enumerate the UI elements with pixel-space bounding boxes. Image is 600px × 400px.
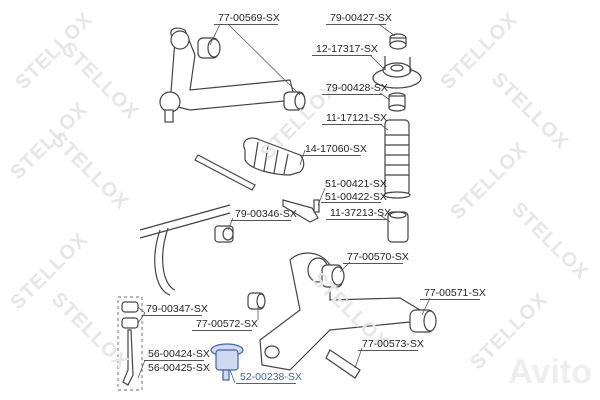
label-underline	[420, 299, 480, 300]
label-underline	[326, 24, 386, 25]
part-label[interactable]: 77-00573-SX	[362, 338, 424, 350]
part-label[interactable]: 79-00346-SX	[235, 208, 297, 220]
label-underline	[326, 219, 386, 220]
label-underline	[142, 315, 202, 316]
strut-top-mount	[372, 56, 422, 89]
part-label[interactable]: 56-00425-SX	[148, 362, 210, 374]
part-label[interactable]: 79-00427-SX	[330, 12, 392, 24]
tie-rod	[194, 154, 256, 191]
lower-arm-bushing-3	[247, 292, 266, 310]
label-underline	[192, 330, 252, 331]
lower-arm-bushing-4	[325, 349, 361, 379]
part-label[interactable]: 79-00347-SX	[146, 303, 208, 315]
part-label[interactable]: 79-00428-SX	[326, 82, 388, 94]
bushing-upper-1	[197, 37, 221, 59]
label-underline	[144, 360, 204, 361]
label-underline	[312, 55, 372, 56]
ball-joint	[210, 343, 244, 381]
lower-control-arm	[259, 252, 421, 371]
label-underline	[214, 24, 278, 25]
label-underline	[322, 94, 382, 95]
part-label[interactable]: 11-37213-SX	[330, 207, 392, 219]
label-underline	[343, 263, 403, 264]
label-underline-highlighted	[236, 383, 296, 384]
tie-rod-end	[282, 199, 320, 223]
part-label[interactable]: 77-00569-SX	[218, 12, 280, 24]
stabilizer-link	[117, 296, 143, 391]
steering-rack-boot	[243, 137, 305, 176]
stabilizer-bar-bushing	[214, 225, 234, 243]
dust-boot	[383, 119, 411, 199]
strut-bushing	[388, 92, 406, 112]
part-label-highlighted[interactable]: 52-00238-SX	[240, 371, 302, 383]
part-label[interactable]: 77-00571-SX	[424, 287, 486, 299]
label-underline	[301, 155, 361, 156]
part-label[interactable]: 51-00422-SX	[325, 191, 387, 203]
strut-top-nut-bushing	[389, 33, 407, 50]
ball-joint-leader	[229, 369, 236, 384]
part-label[interactable]: 77-00570-SX	[347, 251, 409, 263]
part-label[interactable]: 12-17317-SX	[316, 43, 378, 55]
bump-stop	[387, 211, 409, 243]
label-underline	[358, 350, 418, 351]
bushing-upper-2	[283, 91, 306, 111]
part-label[interactable]: 14-17060-SX	[305, 143, 367, 155]
label-underline	[321, 202, 381, 203]
label-underline	[231, 220, 291, 221]
leader-lines	[137, 23, 431, 379]
part-label[interactable]: 56-00424-SX	[148, 348, 210, 360]
part-label[interactable]: 51-00421-SX	[325, 178, 387, 190]
part-label[interactable]: 77-00572-SX	[196, 318, 258, 330]
part-label[interactable]: 11-17121-SX	[326, 112, 388, 124]
lower-arm-bushing-1	[321, 264, 345, 288]
label-underline	[322, 124, 382, 125]
avito-watermark: Avito	[508, 353, 592, 391]
lower-arm-bushing-2	[409, 309, 437, 333]
upper-control-arm	[159, 27, 296, 123]
stabilizer-bar	[139, 204, 231, 296]
